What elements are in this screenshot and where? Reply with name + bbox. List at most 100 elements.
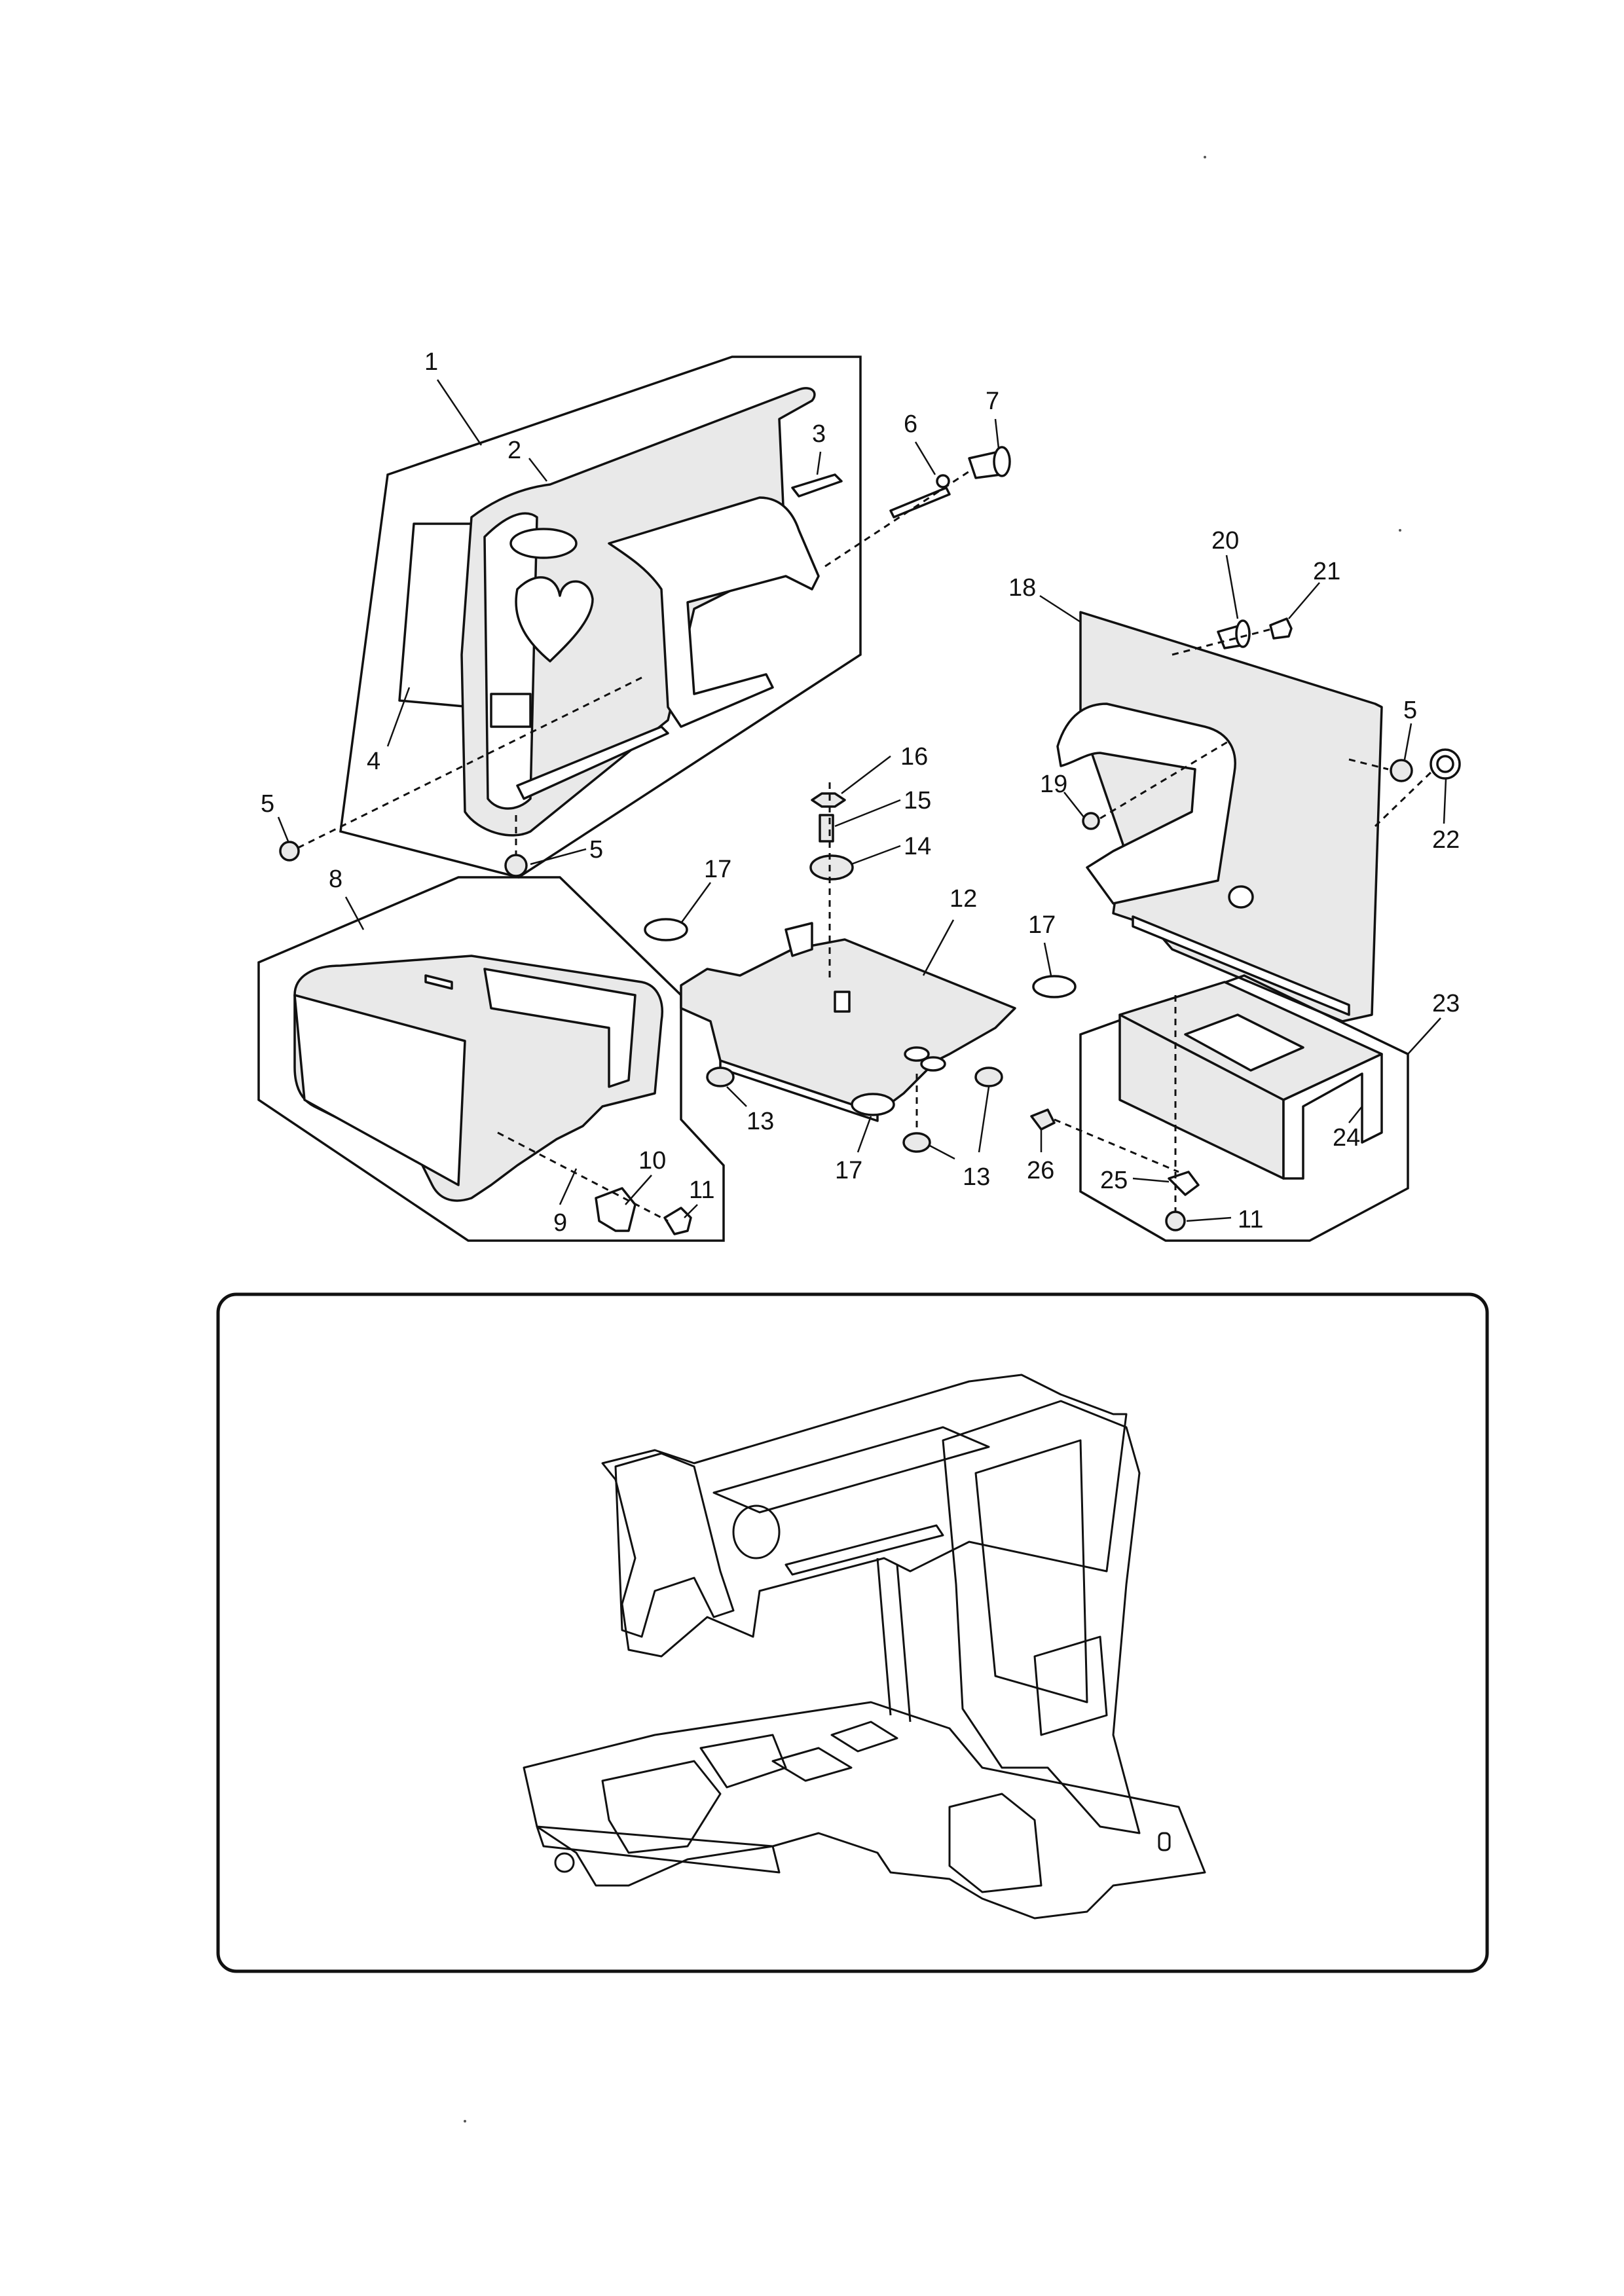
part-5-screw-right — [1390, 759, 1413, 782]
part-20-screw-head — [1235, 619, 1251, 648]
callout-5-left: 5 — [261, 790, 274, 818]
callout-25: 25 — [1100, 1167, 1128, 1194]
part-17-bushing — [644, 918, 688, 941]
part-2-heart-window — [515, 576, 594, 663]
scan-speck — [1204, 156, 1206, 158]
rear-cover-assembly — [1056, 611, 1461, 1023]
part-18-bottom-rail — [1132, 915, 1350, 1016]
callout-18: 18 — [1008, 574, 1036, 602]
callout-1: 1 — [424, 348, 438, 376]
callout-4: 4 — [367, 748, 380, 775]
callout-12: 12 — [950, 885, 977, 913]
leader-25 — [1132, 1177, 1170, 1183]
leader-23 — [1407, 1017, 1441, 1055]
assembly-line — [1099, 738, 1232, 820]
part-14-washer — [809, 854, 854, 881]
assembly-line — [1172, 627, 1274, 656]
part-2-cover-handle — [483, 512, 538, 810]
part-11-screw-right — [1165, 1211, 1186, 1231]
group-outline-right-cover — [1079, 974, 1409, 1242]
frame-top-arm — [601, 1374, 1128, 1658]
leader-15 — [834, 799, 901, 828]
group-outline-front-cover — [339, 355, 862, 879]
callout-labels: 1 2 3 4 5 5 5 5 6 7 8 9 10 11 11 12 13 1… — [261, 348, 1460, 1237]
part-3-clip — [791, 473, 843, 498]
part-9-front-face — [293, 994, 466, 1186]
leader-2 — [528, 458, 547, 482]
part-24-window — [1184, 1013, 1304, 1072]
part-17-bushing — [1032, 975, 1077, 998]
part-24-cover-side — [1282, 1053, 1383, 1180]
frame-bed-motor-mount — [601, 1760, 722, 1854]
callout-23: 23 — [1432, 990, 1460, 1017]
part-18-inner-box — [1056, 702, 1236, 905]
machine-frame-drawing — [523, 1374, 1206, 1920]
leader-5c — [1403, 723, 1412, 760]
part-26-screw — [1030, 1108, 1056, 1131]
part-2-front-cover — [460, 387, 816, 837]
part-12-base-plate — [680, 938, 1016, 1114]
frame-bed — [523, 1701, 1206, 1920]
callout-19: 19 — [1040, 771, 1067, 798]
frame-bed-hole — [554, 1852, 575, 1873]
assembly-line — [1374, 768, 1435, 828]
leader-9 — [559, 1168, 578, 1205]
part-13-foot — [706, 1066, 735, 1087]
callout-17-mid: 17 — [835, 1157, 862, 1184]
part-22-cap-inner — [1436, 755, 1454, 773]
frame-bed-window — [771, 1747, 853, 1782]
leader-24 — [1348, 1106, 1363, 1123]
part-12-post — [834, 991, 851, 1013]
leader-6 — [914, 441, 936, 475]
part-12-front-lip — [719, 1059, 879, 1122]
frame-right-pillar — [942, 1400, 1141, 1834]
callout-17-left: 17 — [704, 856, 731, 883]
part-21-screw — [1269, 617, 1293, 640]
part-12-hole — [920, 1056, 946, 1072]
frame-top-arm-inner — [712, 1426, 990, 1514]
leader-17a — [680, 882, 712, 924]
frame-left-head — [614, 1452, 735, 1638]
part-12-hole — [904, 1046, 930, 1062]
part-13-foot — [902, 1132, 931, 1153]
frame-right-pillar-inner — [974, 1439, 1088, 1704]
callout-13-left: 13 — [747, 1108, 774, 1135]
leader-11a — [684, 1204, 698, 1218]
group-outline-left-cover — [257, 876, 725, 1242]
part-16-nut — [811, 792, 846, 808]
leader-17c — [1043, 942, 1052, 976]
part-6-washer — [936, 474, 950, 488]
assembly-line — [297, 676, 642, 849]
frame-shaft — [876, 1558, 892, 1716]
leader-7 — [994, 418, 1000, 449]
base-plate-assembly — [644, 782, 1077, 1153]
callout-21: 21 — [1313, 558, 1340, 585]
right-bottom-cover-assembly — [1030, 974, 1409, 1242]
callout-11-right: 11 — [1238, 1206, 1263, 1233]
callout-24: 24 — [1333, 1124, 1360, 1152]
part-5-screw-left — [279, 841, 300, 862]
callout-2: 2 — [507, 437, 521, 464]
frame-bed-slot — [1158, 1832, 1171, 1851]
part-15-screw — [819, 814, 834, 843]
frame-shaft — [896, 1564, 912, 1722]
part-13-foot — [974, 1066, 1003, 1087]
part-2-square-window — [490, 693, 532, 728]
part-2-bottom-rail — [516, 725, 669, 800]
leader-22 — [1443, 778, 1447, 824]
assembly-line — [1054, 1118, 1179, 1173]
leader-13a — [726, 1086, 747, 1107]
part-18-hole — [1228, 885, 1254, 909]
callout-8: 8 — [329, 866, 342, 893]
leader-4 — [386, 687, 411, 747]
front-cover-assembly — [279, 355, 1011, 879]
frame-top-arm-channel — [784, 1524, 944, 1576]
leader-18 — [1039, 594, 1081, 623]
frame-inset-box — [216, 1292, 1489, 1973]
part-6-spring — [889, 486, 951, 519]
assembly-line — [824, 470, 970, 568]
leader-1 — [436, 379, 483, 446]
scan-speck — [464, 2120, 466, 2123]
leader-16 — [841, 756, 891, 794]
